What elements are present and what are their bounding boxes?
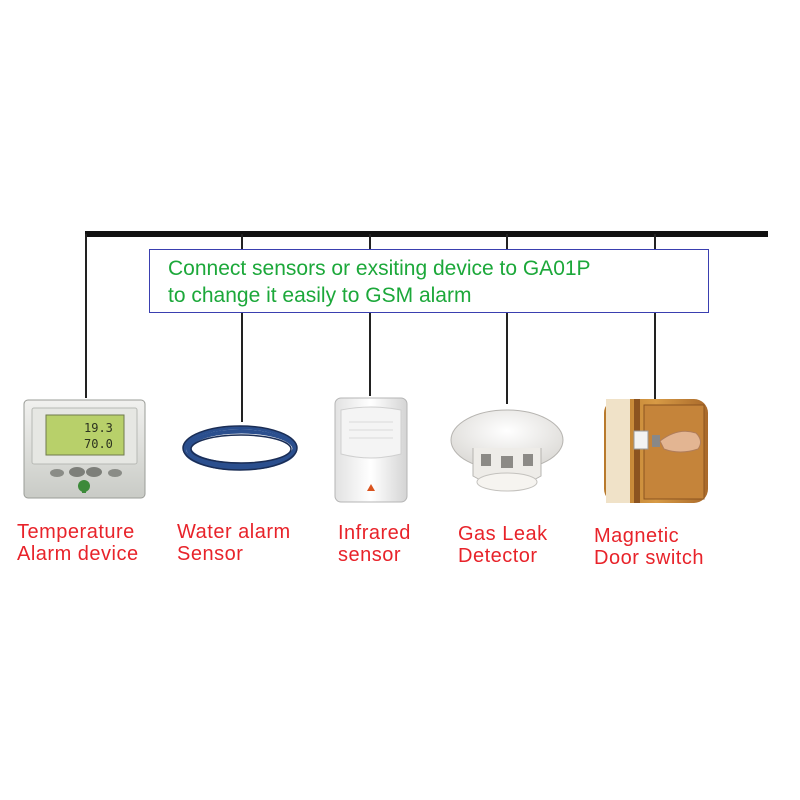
door-switch-icon: [604, 399, 708, 503]
smoke-detector-icon: [450, 409, 564, 492]
device-label-door: Magnetic Door switch: [594, 525, 704, 569]
bus-line: [85, 231, 768, 237]
device-label-line-1: Magnetic: [594, 525, 680, 547]
callout-line-1: Connect sensors or exsiting device to GA…: [168, 257, 591, 280]
drop-line-infrared: [369, 234, 371, 396]
device-label-line-2: Door switch: [594, 547, 704, 569]
display-top-value: 19.3: [84, 421, 113, 435]
device-label-line-2: sensor: [338, 544, 402, 566]
callout-line-2: to change it easily to GSM alarm: [168, 284, 472, 307]
drop-line-gas: [506, 234, 508, 404]
device-label-line-1: Temperature: [17, 521, 135, 543]
cable-coil-icon: [182, 425, 298, 471]
device-label-water: Water alarm Sensor: [177, 521, 291, 565]
device-label-line-2: Detector: [458, 545, 538, 567]
thermostat-icon: 19.3 70.0: [23, 399, 146, 499]
drop-line-water: [241, 234, 243, 422]
device-label-line-2: Alarm device: [17, 543, 139, 565]
device-label-line-1: Infrared: [338, 522, 411, 544]
drop-line-door: [654, 234, 656, 402]
display-bottom-value: 70.0: [84, 437, 113, 451]
device-label-infrared: Infrared sensor: [338, 522, 411, 566]
device-label-line-1: Gas Leak: [458, 523, 548, 545]
device-label-gas: Gas Leak Detector: [458, 523, 548, 567]
device-label-line-1: Water alarm: [177, 521, 291, 543]
device-label-line-2: Sensor: [177, 543, 244, 565]
drop-line-temperature: [85, 234, 87, 398]
callout-box: Connect sensors or exsiting device to GA…: [149, 249, 709, 313]
pir-sensor-icon: [334, 397, 408, 503]
device-label-temperature: Temperature Alarm device: [17, 521, 139, 565]
